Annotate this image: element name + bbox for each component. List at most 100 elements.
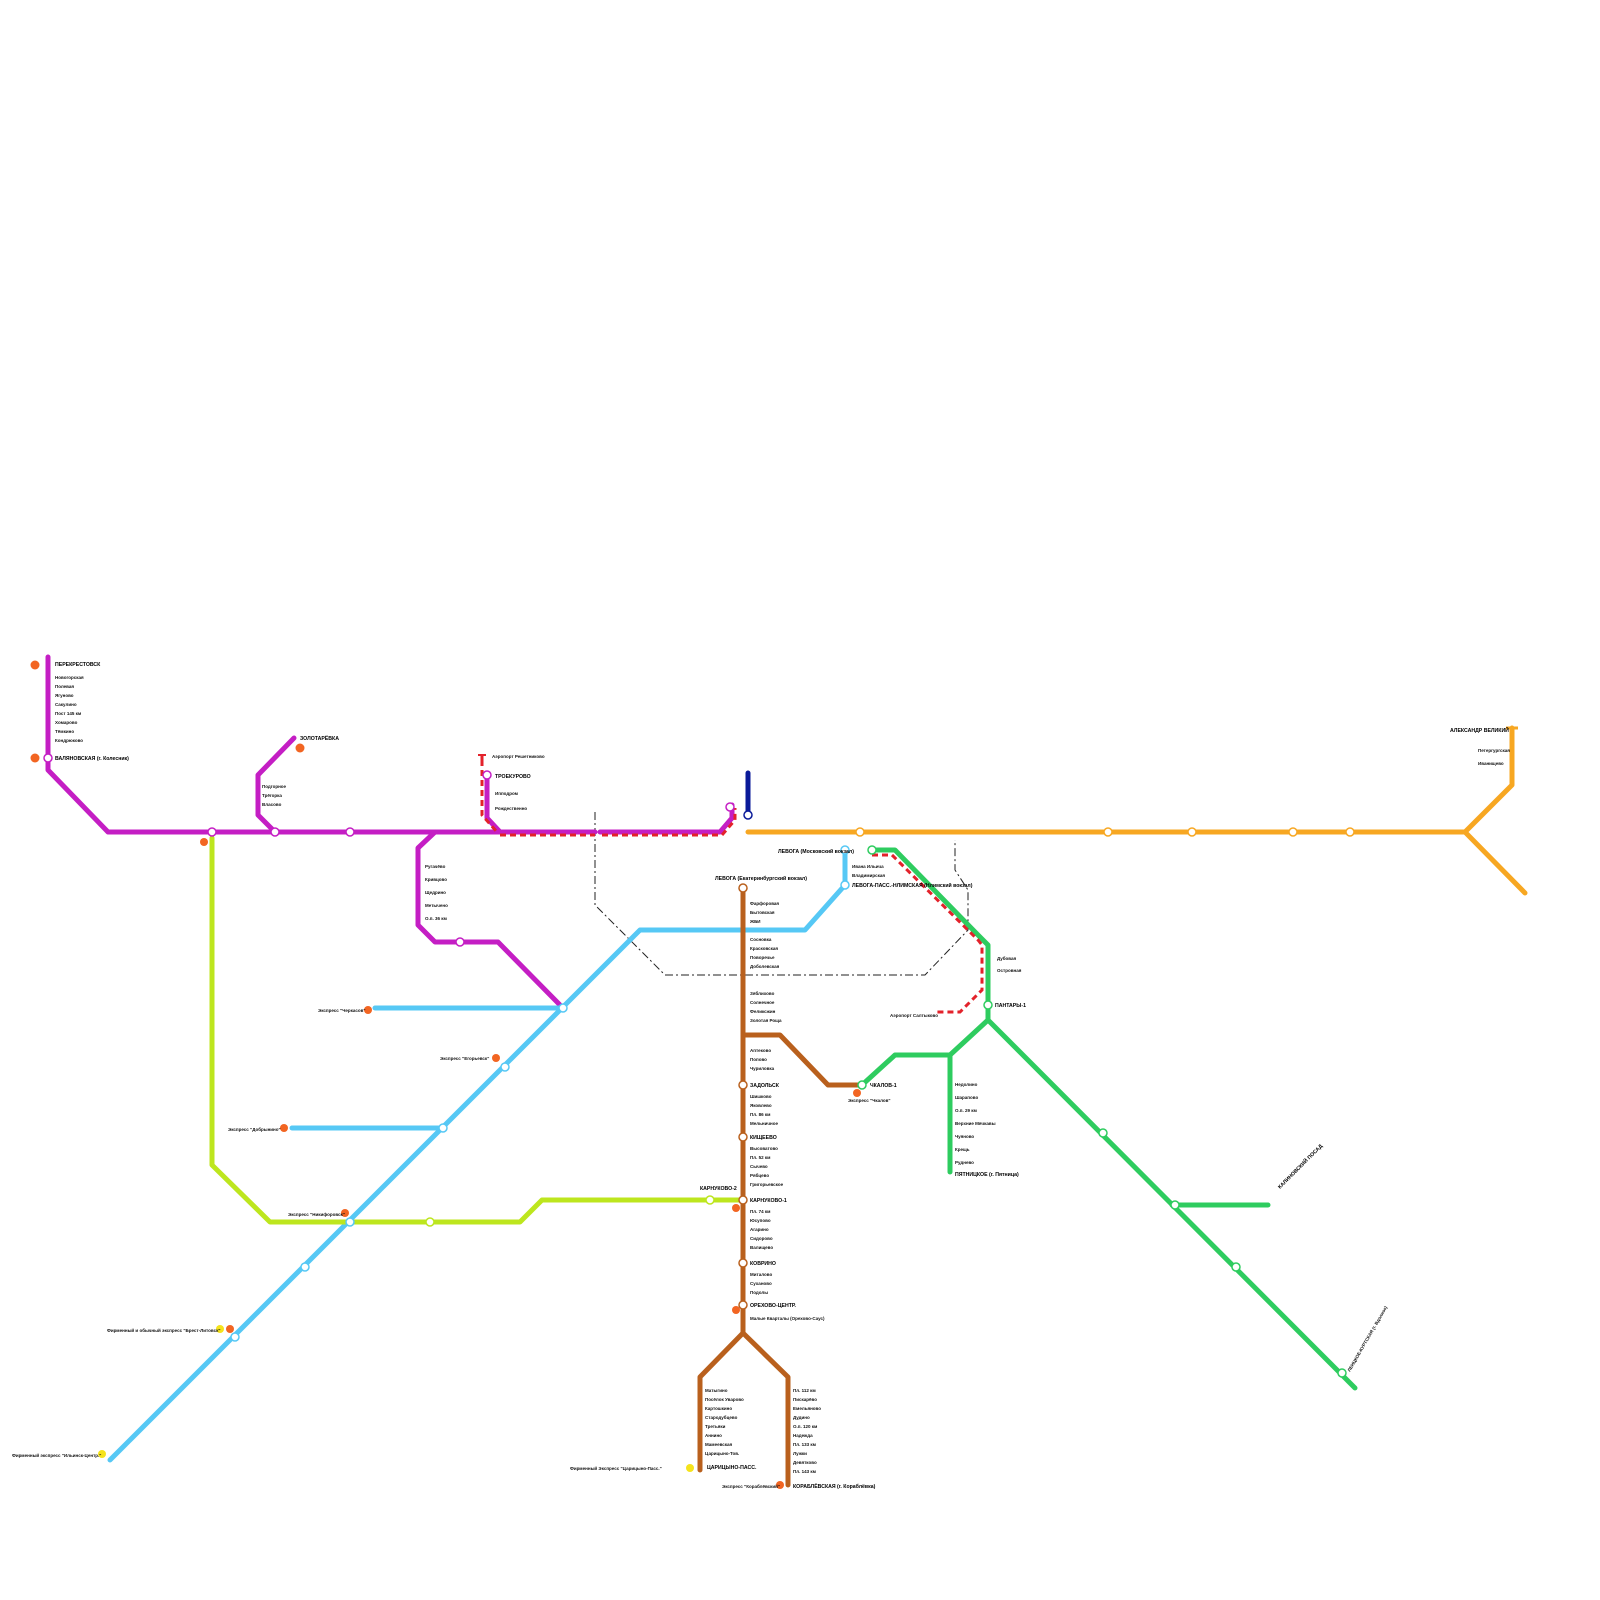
lime-line bbox=[209, 835, 748, 1225]
brown-line bbox=[697, 885, 865, 1488]
label-peterurgskaya: Петергургская bbox=[1478, 748, 1510, 753]
label-shchedrino: Щедрино bbox=[425, 890, 446, 895]
label-levoga-pass-nilimskaya: ЛЕВОГА-ПАСС.-НЛИМСКАЯ (Нлимский вокзал) bbox=[852, 882, 973, 889]
label-express-korablevsky: Экспресс "Кораблёвский" bbox=[722, 1483, 780, 1489]
label-piskarevo: Пискарёво bbox=[793, 1397, 817, 1402]
label-agarino: Агарино bbox=[750, 1227, 769, 1232]
label-firm-express-ilinsk: Фирменный экспресс "Ильинск-Центр." bbox=[12, 1452, 101, 1458]
label-op-36: О.п. 36 км bbox=[425, 916, 447, 921]
label-verkhnie-myachkavy: Верхние Мячкавы bbox=[955, 1121, 996, 1126]
label-zhbi: ЖБИ bbox=[749, 919, 761, 924]
label-sosnovka: Сосновка bbox=[750, 937, 772, 942]
label-nadezhda: Надежда bbox=[793, 1433, 813, 1438]
label-popovo: Попово bbox=[750, 1057, 767, 1062]
label-tretyaki: Третьяки bbox=[705, 1424, 726, 1429]
label-polevaya: Полевая bbox=[55, 684, 74, 689]
label-dudino: Дудино bbox=[793, 1415, 810, 1420]
label-kartoshkino: Картошкино bbox=[705, 1406, 732, 1411]
label-express-dobrynino: Экспресс "Добрынино" bbox=[228, 1126, 281, 1132]
label-kalinovsky-posad: КАЛИНОВСКИЙ ПОСАД bbox=[1276, 1142, 1325, 1191]
label-melnichnoe: Мельничное bbox=[750, 1121, 778, 1126]
label-karnukovo-2: КАРНУКОВО-2 bbox=[700, 1186, 737, 1192]
label-aptekovo: Аптеково bbox=[750, 1048, 771, 1053]
label-kraskovskaya: Красковская bbox=[750, 946, 778, 951]
label-perekrestovsk: ПЕРЕКРЕСТОВСК bbox=[55, 662, 101, 668]
label-zadolsk: ЗАДОЛЬСК bbox=[750, 1083, 780, 1089]
label-kovrino: КОВРИНО bbox=[750, 1261, 776, 1267]
label-pl-133: Пл. 133 км bbox=[793, 1442, 817, 1447]
label-ippodrom: Ипподром bbox=[495, 791, 519, 796]
green-line bbox=[859, 847, 1358, 1391]
label-tryogorka: Трёгорка bbox=[262, 793, 282, 798]
label-emelyanovo: Емельяново bbox=[793, 1406, 821, 1411]
label-sidorovo: Сидорово bbox=[750, 1236, 773, 1241]
label-pl-112: Пл. 112 км bbox=[793, 1388, 816, 1393]
label-matygino: Матыгино bbox=[705, 1388, 728, 1393]
label-annino: Аннино bbox=[705, 1433, 722, 1438]
city-boundary bbox=[594, 812, 969, 976]
label-mameevskaya: Мамеевская bbox=[705, 1442, 733, 1447]
label-ostrovnaya: Островная bbox=[997, 968, 1022, 973]
label-orekhovo-tsentr: ОРЕХОВО-ЦЕНТР. bbox=[750, 1303, 797, 1309]
label-chuyanovo: Чуяново bbox=[955, 1134, 974, 1139]
label-express-egoryevsk: Экспресс "Егорьевск" bbox=[440, 1056, 489, 1061]
label-ivana-ilicha: Ивана Ильича bbox=[852, 864, 884, 869]
label-valyanovskaya: ВАЛЯНОВСКАЯ (г. Колесник) bbox=[55, 756, 129, 762]
magenta-line bbox=[45, 654, 737, 1008]
label-levoga-moskovsky: ЛЕВОГА (Московский вокзал) bbox=[778, 848, 854, 855]
label-aleksandr-veliky: АЛЕКСАНДР ВЕЛИКИЙ bbox=[1450, 726, 1509, 734]
label-vysovatovo: Высоватово bbox=[750, 1146, 778, 1151]
label-podoly: Подолы bbox=[750, 1290, 768, 1295]
label-nedolino: Недолино bbox=[955, 1082, 978, 1087]
label-krivtsovo: Кривцово bbox=[425, 877, 447, 882]
label-valishchevo: Валищево bbox=[750, 1245, 773, 1250]
label-shishkovo: Шишково bbox=[750, 1094, 772, 1099]
label-metycheno: Метычено bbox=[425, 903, 448, 908]
label-zyablikovo: Зяблихово bbox=[750, 990, 775, 996]
label-pl-74: Пл. 74 км bbox=[750, 1209, 771, 1214]
label-zolotarevka: ЗОЛОТАРЁВКА bbox=[300, 735, 339, 742]
label-yakovlevo: Яковлево bbox=[750, 1103, 772, 1108]
map-labels: ПЕРЕКРЕСТОВСК ВАЛЯНОВСКАЯ (г. Колесник) … bbox=[12, 662, 1510, 1490]
label-bytovskaya: Бытовская bbox=[750, 910, 775, 915]
label-sukhanovo: Суханово bbox=[750, 1281, 772, 1286]
blue-line bbox=[107, 847, 848, 1463]
label-farforovaya: Фарфоровая bbox=[750, 900, 779, 906]
label-khomarovo: Хомарово bbox=[55, 720, 78, 725]
label-kreshch: Крещь bbox=[955, 1147, 970, 1152]
label-zolotaya-roscha: Золотая Роща bbox=[750, 1018, 782, 1023]
label-express-cherkasov: Экспресс "Черкасов" bbox=[318, 1008, 366, 1013]
label-grigoryevskoe: Григорьевское bbox=[750, 1182, 784, 1187]
label-poselok-uvarovo: Посёлок Уварово bbox=[705, 1397, 744, 1402]
label-solnechnoe: Солнечное bbox=[750, 1000, 775, 1005]
label-sharapovo: Шарапово bbox=[955, 1095, 978, 1100]
label-lentskoe-kyrtskaya: ЛЕНЦКОЕ-КУРТСКАЯ (г. Вдолнок) bbox=[1347, 1305, 1389, 1373]
label-express-chkalov: Экспресс "Чкалов" bbox=[848, 1098, 891, 1103]
label-aeroport-saltykovo: Аэропорт Салтыково bbox=[890, 1013, 938, 1018]
label-dubovaya: Дубовая bbox=[997, 955, 1017, 961]
stations bbox=[43, 753, 1355, 1378]
label-sakulino: Сакулино bbox=[55, 702, 77, 707]
label-vladimirskaya: Владимирская bbox=[852, 873, 885, 878]
label-firm-express-brest: Фирменный и обычный экспресс "Брест-Лито… bbox=[107, 1327, 220, 1333]
label-yagunovo: Ягуново bbox=[55, 693, 74, 698]
label-pl-86: Пл. 86 км bbox=[750, 1112, 771, 1117]
label-luzhki: Лужки bbox=[793, 1451, 807, 1456]
label-vlasovo: Власово bbox=[262, 802, 282, 807]
label-post-145: Пост 145 км bbox=[55, 711, 82, 716]
label-op-29: О.п. 29 км bbox=[955, 1108, 977, 1113]
label-rudnevo: Руднево bbox=[955, 1160, 974, 1165]
label-kishcheevo: КИЩЕЕВО bbox=[750, 1135, 777, 1141]
label-pyatnitskoe: ПЯТНИЦКОЕ (г. Пятница) bbox=[955, 1172, 1019, 1178]
label-tsaritsyno-tov: Царицыно-Тов. bbox=[705, 1451, 739, 1456]
label-rugachevo: Ругачёво bbox=[425, 864, 446, 869]
label-chkalov-1: ЧКАЛОВ-1 bbox=[870, 1083, 897, 1089]
express-markers bbox=[30, 660, 861, 1489]
label-firm-express-tsaritsyno: Фирменный Экспресс "Царицыно-Пасс." bbox=[570, 1465, 662, 1471]
label-troekurovo: ТРОЕКУРОВО bbox=[495, 774, 531, 780]
label-mitalovo: Миталово bbox=[750, 1272, 772, 1277]
label-pl-143: Пл. 143 км bbox=[793, 1469, 817, 1474]
label-tsaritsyno-pass: ЦАРИЦЫНО-ПАСС. bbox=[707, 1465, 757, 1471]
label-sychevo: Сычево bbox=[750, 1164, 768, 1169]
